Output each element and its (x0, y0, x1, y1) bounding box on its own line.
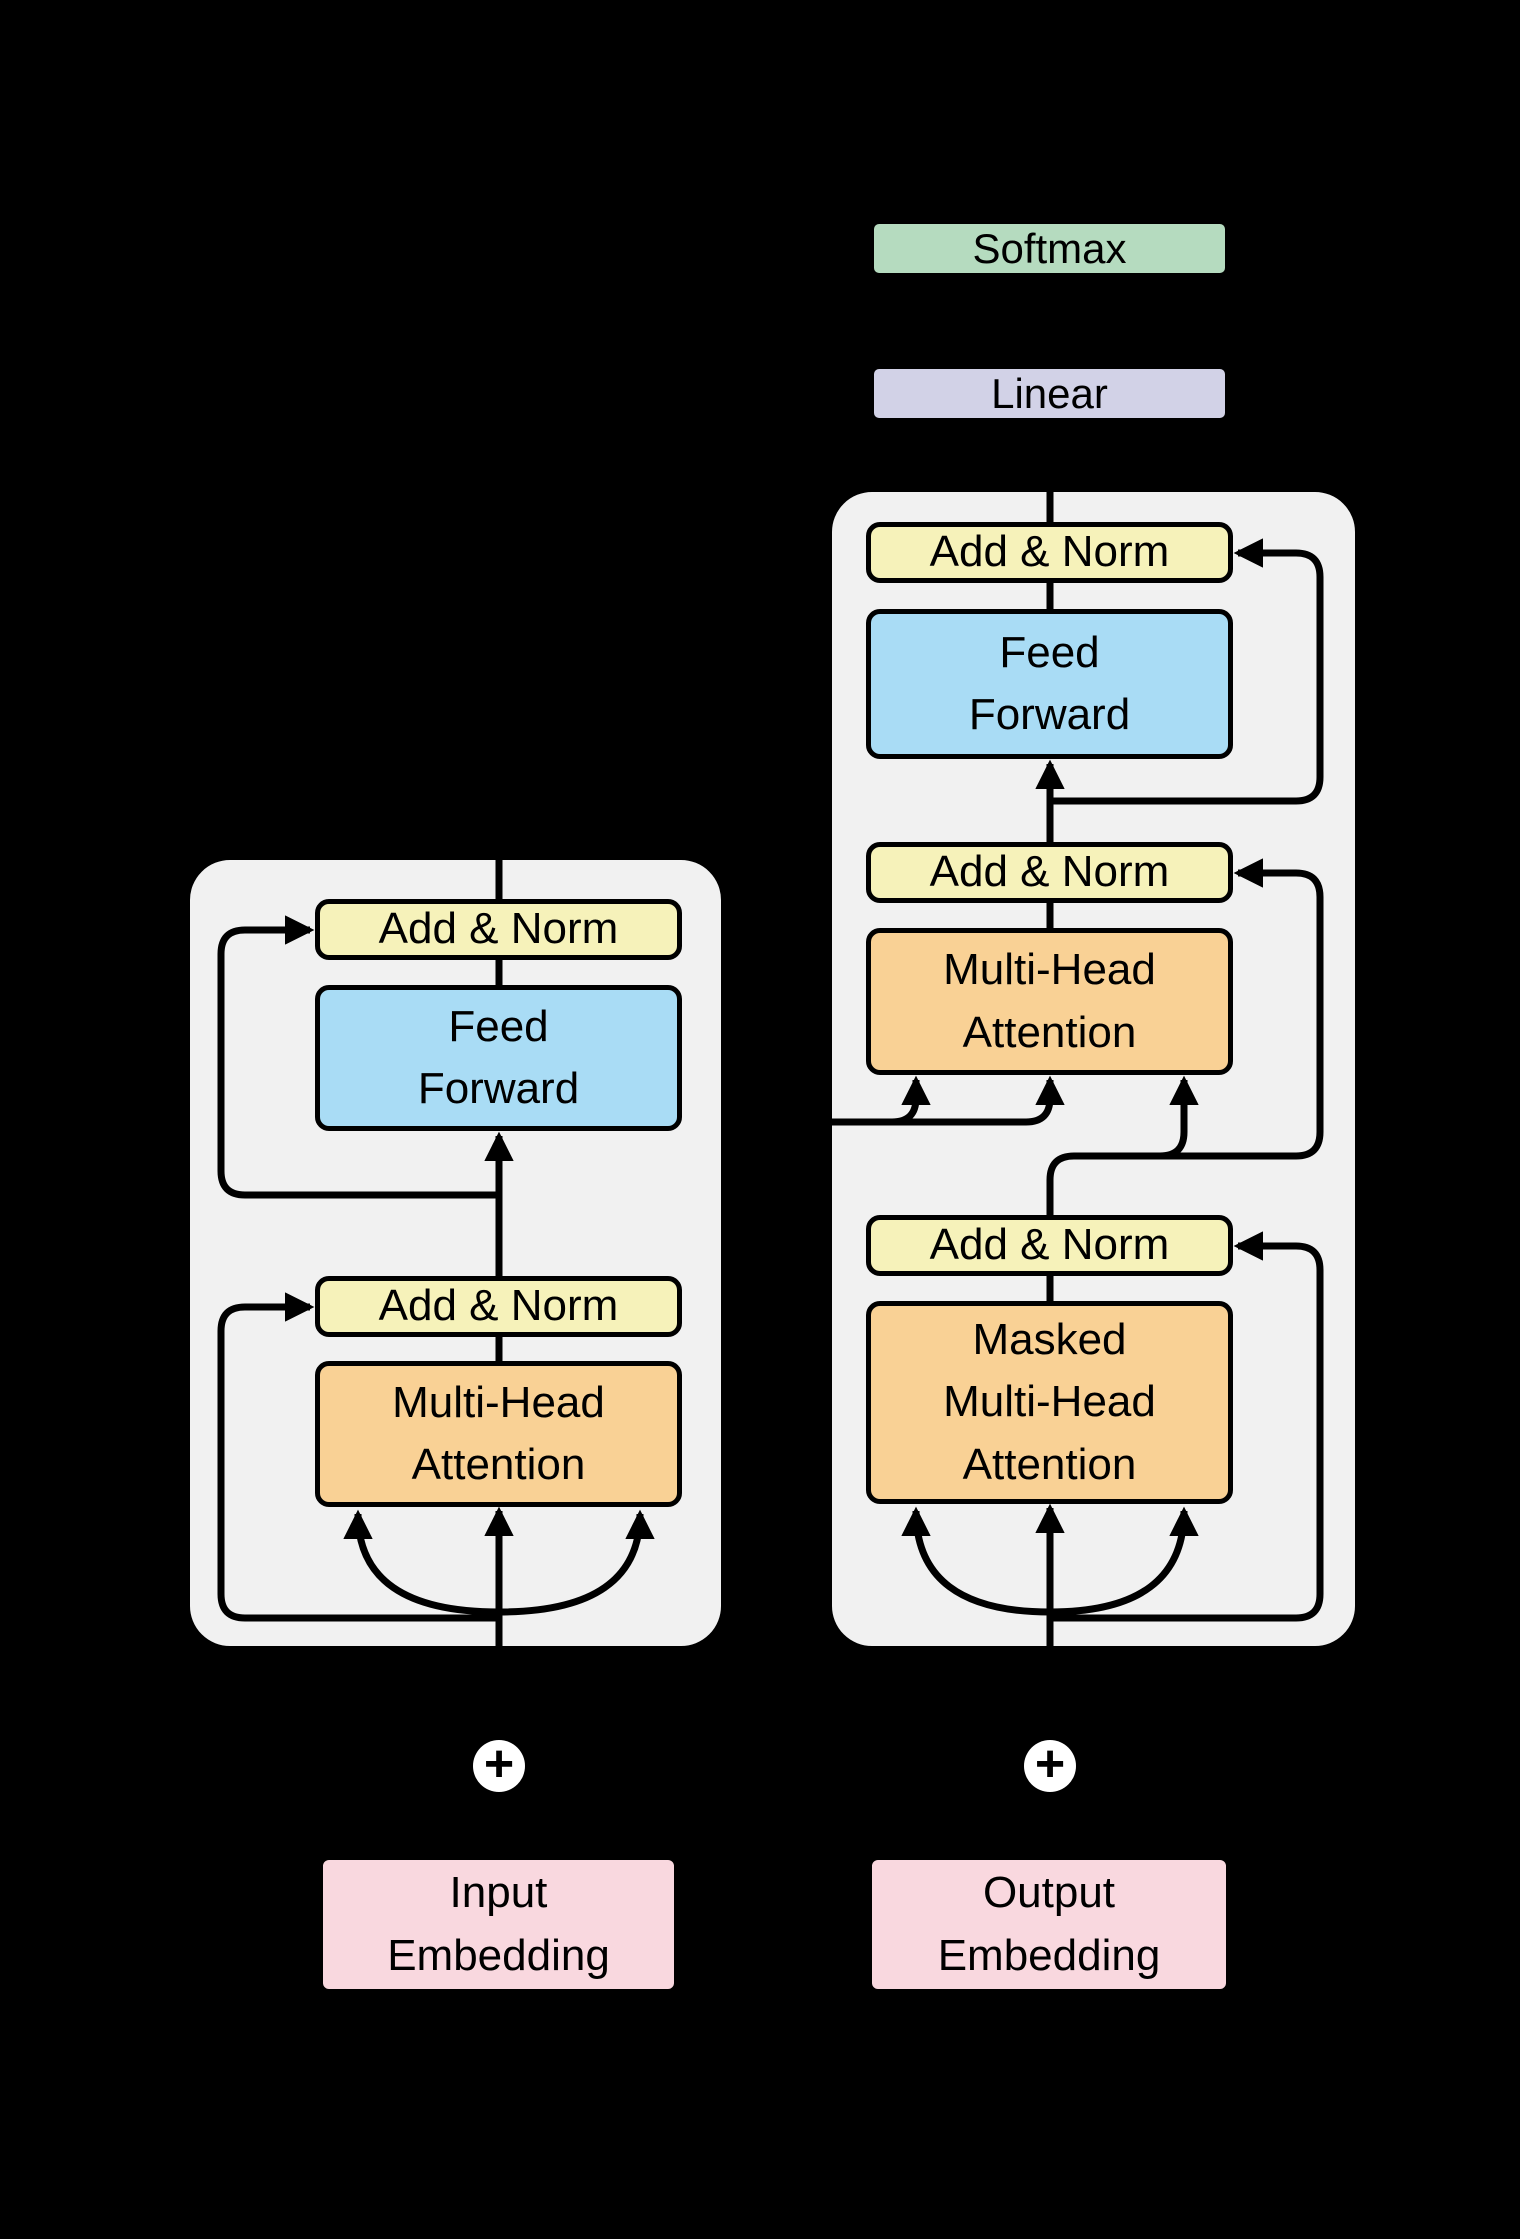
plus-icon: + (1034, 1735, 1066, 1793)
decoder-multi-head-attention-block: Multi-Head Attention (866, 928, 1233, 1075)
encoder-multi-head-attention-block: Multi-Head Attention (315, 1361, 682, 1507)
plus-icon: + (483, 1735, 515, 1793)
decoder-residual-wire-bottom (1050, 1231, 1324, 1622)
decoder-add-norm-bottom-block: Add & Norm (866, 1215, 1233, 1276)
decoder-residual-wire-middle (1100, 858, 1324, 1160)
encoder-qkv-left-wire (343, 1509, 500, 1616)
decoder-masked-multi-head-attention-block: Masked Multi-Head Attention (866, 1301, 1233, 1504)
encoder-to-decoder-key-wire (830, 1075, 931, 1126)
output-embedding-block: Output Embedding (868, 1856, 1230, 1993)
input-embedding-block: Input Embedding (319, 1856, 678, 1993)
decoder-add-norm-top-block: Add & Norm (866, 522, 1233, 583)
decoder-qkv-left-wire (901, 1506, 1051, 1616)
encoder-residual-wire-top (217, 915, 499, 1199)
encoder-container (186, 856, 725, 1650)
linear-block: Linear (871, 366, 1228, 421)
encoder-qkv-right-wire (498, 1509, 655, 1616)
decoder-qkv-right-wire (1049, 1506, 1199, 1616)
encoder-residual-wire-bottom (217, 1292, 499, 1622)
decoder-feed-forward-block: Feed Forward (866, 609, 1233, 759)
decoder-residual-wire-top (1050, 538, 1324, 805)
input-positional-add-icon: + (473, 1735, 525, 1793)
encoder-to-decoder-value-wire (830, 1075, 1065, 1126)
encoder-add-norm-top-block: Add & Norm (315, 899, 682, 960)
softmax-block: Softmax (871, 221, 1228, 276)
encoder-add-norm-bottom-block: Add & Norm (315, 1276, 682, 1337)
encoder-feed-forward-block: Feed Forward (315, 985, 682, 1131)
decoder-add-norm-middle-block: Add & Norm (866, 842, 1233, 903)
output-positional-add-icon: + (1024, 1735, 1076, 1793)
